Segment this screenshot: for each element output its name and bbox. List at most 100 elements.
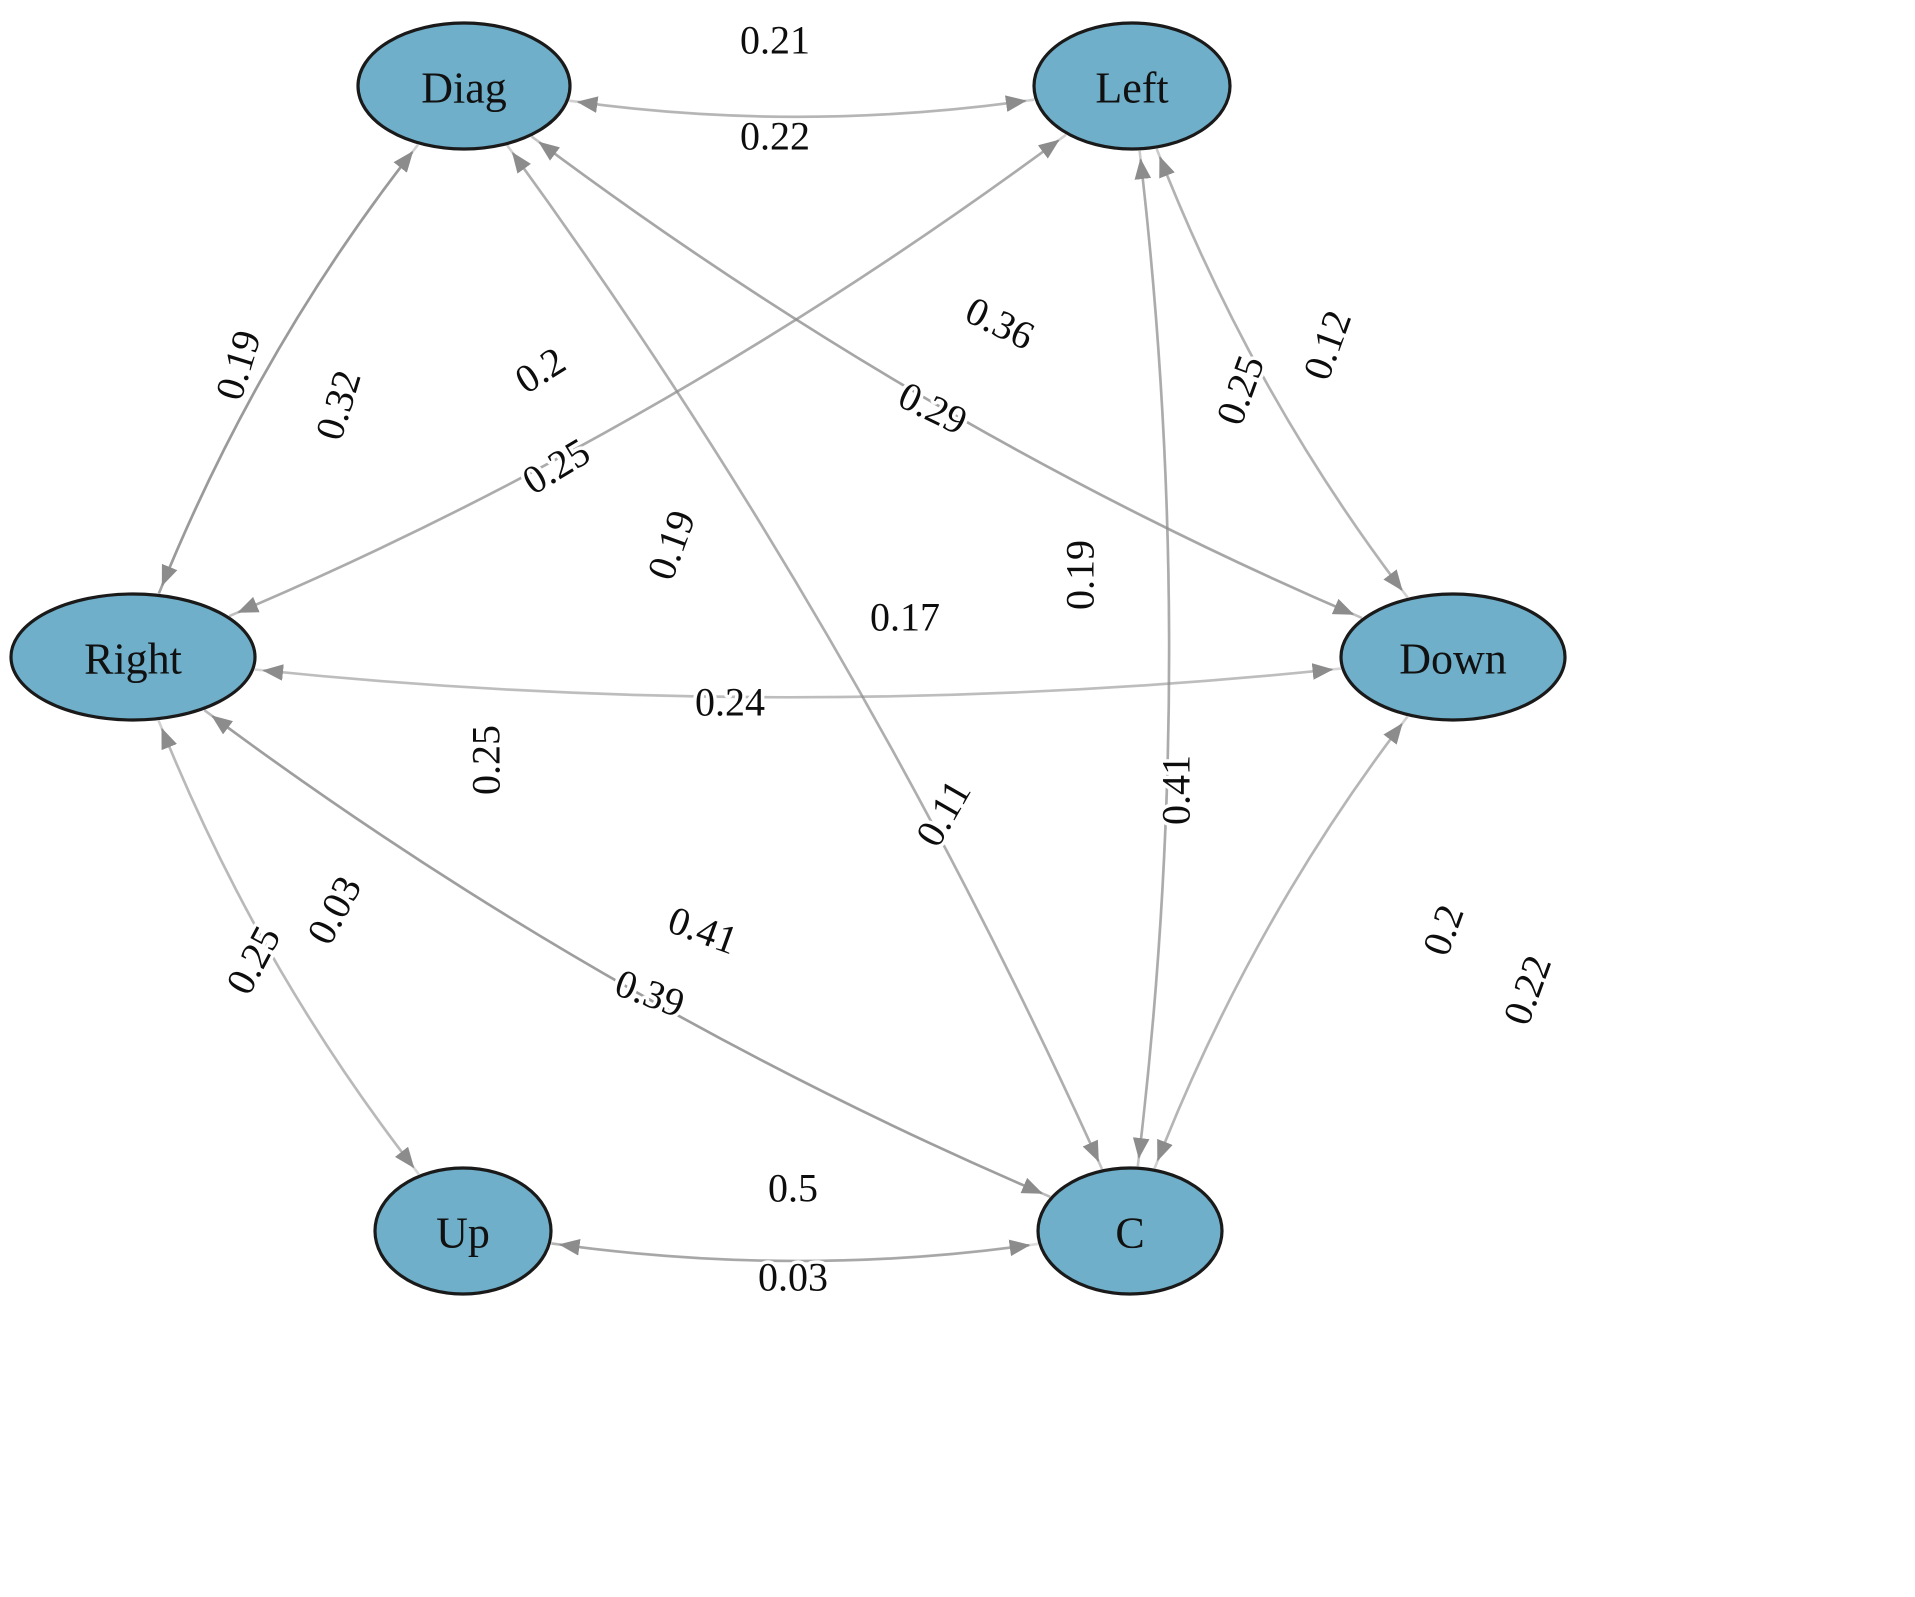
edge-left-to-right <box>237 133 1067 614</box>
edge-weight-text: 0.36 <box>959 287 1042 358</box>
node-shape[interactable] <box>356 21 572 151</box>
edge-weight-halo: 0.41 <box>1154 755 1199 825</box>
node-up[interactable]: Up <box>373 1166 553 1296</box>
node-shape[interactable] <box>373 1166 553 1296</box>
edge-weight-label: 0.220.22 <box>1490 946 1563 1034</box>
edge-weight-text: 0.41 <box>662 897 743 963</box>
edge-weight-label: 0.190.19 <box>203 321 273 408</box>
edge-weight-halo: 0.25 <box>464 725 509 795</box>
edge-c-to-diag <box>511 151 1104 1170</box>
edge-weight-label: 0.240.24 <box>692 676 769 728</box>
edge-weight-text: 0.25 <box>514 429 597 504</box>
edge-weight-text: 0.24 <box>695 680 765 725</box>
edge-weight-text: 0.03 <box>298 869 371 952</box>
edge-weight-label: 0.250.25 <box>511 425 601 507</box>
edge-weight-text: 0.12 <box>1294 304 1360 385</box>
node-label-left: Left <box>1095 64 1168 113</box>
edge-weight-label: 0.170.17 <box>867 591 944 643</box>
node-shape[interactable] <box>1036 1166 1224 1296</box>
edge-weight-text: 0.11 <box>906 772 979 854</box>
edge-left-to-c <box>1132 150 1171 1159</box>
edge-right-to-down <box>254 663 1334 699</box>
edge-weight-halo: 0.17 <box>870 595 940 640</box>
edge-weight-text: 0.41 <box>1154 755 1199 825</box>
node-shape[interactable] <box>1339 592 1567 722</box>
edge-left-to-diag <box>576 96 1035 119</box>
edge-weight-text: 0.5 <box>768 1166 818 1211</box>
edge-weight-label: 0.20.2 <box>503 334 576 406</box>
edge-weight-text: 0.2 <box>1413 899 1472 961</box>
edge-diag-to-right <box>161 143 419 587</box>
edge-weight-text: 0.03 <box>758 1255 828 1300</box>
edge-c-to-right <box>211 715 1051 1198</box>
edge-weight-text: 0.19 <box>206 325 269 405</box>
edge-weight-halo: 0.21 <box>740 18 810 63</box>
edge-weight-label: 0.320.32 <box>303 361 373 448</box>
edge-down-to-right <box>262 664 1341 699</box>
edge-weight-text: 0.25 <box>217 919 290 1002</box>
edge-weight-text: 0.21 <box>740 18 810 63</box>
edge-weight-text: 0.22 <box>740 114 810 159</box>
node-right[interactable]: Right <box>9 592 257 722</box>
edge-weight-text: 0.19 <box>1058 540 1103 610</box>
edge-weight-label: 0.250.25 <box>1203 346 1276 434</box>
edge-weight-label: 0.410.41 <box>659 893 747 966</box>
edge-up-to-right <box>160 727 420 1176</box>
edge-weight-halo: 0.03 <box>758 1255 828 1300</box>
edge-weight-halo: 0.22 <box>740 114 810 159</box>
node-down[interactable]: Down <box>1339 592 1567 722</box>
edge-weight-label: 0.210.21 <box>737 14 814 66</box>
edge-weight-label: 0.250.25 <box>213 915 293 1005</box>
node-label-down: Down <box>1399 635 1507 684</box>
edge-weight-halo: 0.19 <box>1058 540 1103 610</box>
edge-diag-to-left <box>569 95 1027 119</box>
edge-weight-label: 0.360.36 <box>955 284 1045 362</box>
node-label-c: C <box>1115 1209 1144 1258</box>
node-left[interactable]: Left <box>1032 21 1232 151</box>
edge-diag-to-c <box>506 144 1100 1163</box>
node-diag[interactable]: Diag <box>356 21 572 151</box>
edge-weight-text: 0.19 <box>638 504 704 585</box>
edge-weight-label: 0.120.12 <box>1290 301 1363 389</box>
node-c[interactable]: C <box>1036 1166 1224 1296</box>
edge-c-to-left <box>1134 158 1171 1167</box>
edge-down-to-left <box>1158 156 1409 599</box>
edge-weight-text: 0.17 <box>870 595 940 640</box>
edge-weight-text: 0.39 <box>609 960 690 1026</box>
edge-weight-label: 0.20.2 <box>1410 895 1476 964</box>
edge-right-to-up <box>157 720 415 1169</box>
edge-right-to-diag <box>157 151 414 594</box>
edge-weight-label: 0.110.11 <box>903 769 983 858</box>
node-label-right: Right <box>84 635 182 684</box>
edge-weight-label: 0.250.25 <box>460 722 512 799</box>
edge-weight-text: 0.2 <box>507 338 573 403</box>
edge-weight-label: 0.030.03 <box>294 865 374 955</box>
edges-layer <box>157 95 1409 1263</box>
edge-c-to-down <box>1153 723 1403 1169</box>
edge-left-to-down <box>1155 148 1403 591</box>
edge-right-to-diag <box>157 151 414 594</box>
edge-weight-text: 0.29 <box>892 372 975 443</box>
node-shape[interactable] <box>1032 21 1232 151</box>
node-label-diag: Diag <box>421 64 507 113</box>
edge-weight-halo: 0.24 <box>695 680 765 725</box>
edge-up-to-c <box>551 1239 1031 1263</box>
edge-weight-label: 0.290.29 <box>888 369 978 447</box>
edge-right-to-left <box>228 139 1060 618</box>
edge-weight-halo: 0.5 <box>768 1166 818 1211</box>
edge-weight-label: 0.190.19 <box>1054 537 1106 614</box>
node-label-up: Up <box>436 1209 490 1258</box>
edge-right-to-c <box>203 709 1043 1195</box>
node-shape[interactable] <box>9 592 257 722</box>
edge-weight-text: 0.22 <box>1494 949 1560 1030</box>
edge-down-to-diag <box>538 141 1363 620</box>
edge-weight-text: 0.25 <box>464 725 509 795</box>
edge-down-to-c <box>1156 715 1409 1162</box>
edge-weight-text: 0.32 <box>306 365 369 445</box>
edge-weight-label: 0.50.5 <box>765 1162 822 1214</box>
edge-weight-label: 0.410.41 <box>1150 752 1202 829</box>
edge-weight-text: 0.25 <box>1207 349 1273 430</box>
